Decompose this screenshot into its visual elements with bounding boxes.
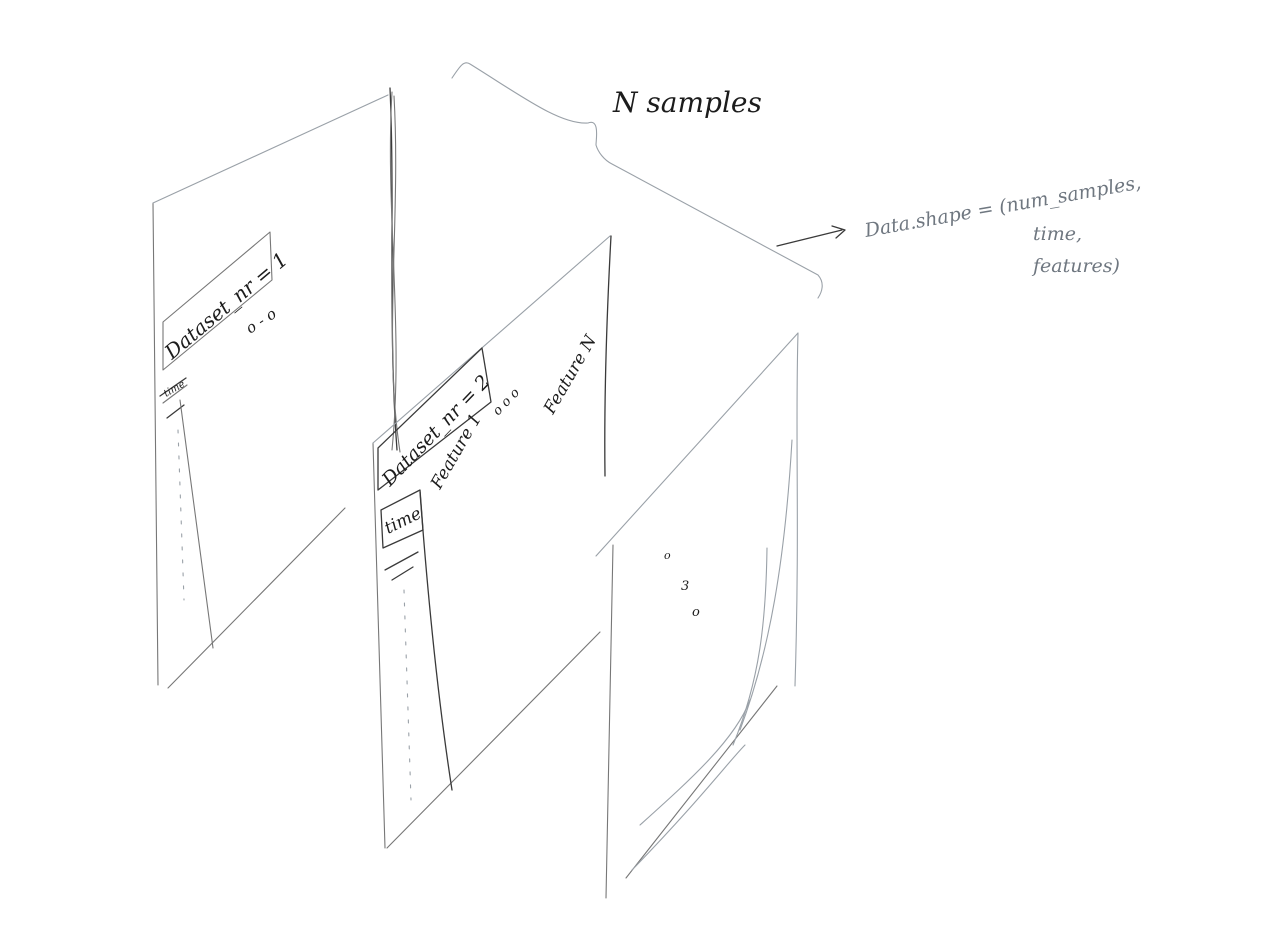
sheet-3-dot-2: 3 <box>681 579 689 594</box>
sheet-1: Dataset_nr = 1 o - o time <box>152 87 401 689</box>
data-shape-line-2: time, <box>1033 223 1082 245</box>
data-shape-line-1: Data.shape = (num_samples, <box>862 172 1143 242</box>
n-samples-brace: N samples <box>451 62 823 299</box>
sheet-2-col-time: time <box>381 504 424 539</box>
n-samples-label: N samples <box>612 86 762 119</box>
sheet-1-dataset-label: Dataset_nr = 1 <box>159 247 292 364</box>
arrow-line <box>776 229 843 247</box>
sheet-2-header-box <box>377 347 492 491</box>
arrow-head <box>831 225 846 239</box>
sheet-3: o 3 o <box>595 332 799 899</box>
sheet-1-col-time: time <box>162 379 187 400</box>
data-shape-line-3: features) <box>1031 255 1120 277</box>
sheet-2-ellipsis: o o o <box>490 385 523 418</box>
sheet-3-dot-1: o <box>664 549 671 562</box>
sheet-2: Dataset_nr = 2 time Feature 1 o o o Feat… <box>372 235 612 849</box>
sheet-2-feature-last: Feature N <box>540 331 602 418</box>
sheet-1-dots: o - o <box>242 304 279 337</box>
data-shape-annotation: Data.shape = (num_samples, time, feature… <box>776 172 1143 277</box>
sheet-1-header-box <box>162 231 273 371</box>
sheet-3-dot-3: o <box>692 605 700 620</box>
